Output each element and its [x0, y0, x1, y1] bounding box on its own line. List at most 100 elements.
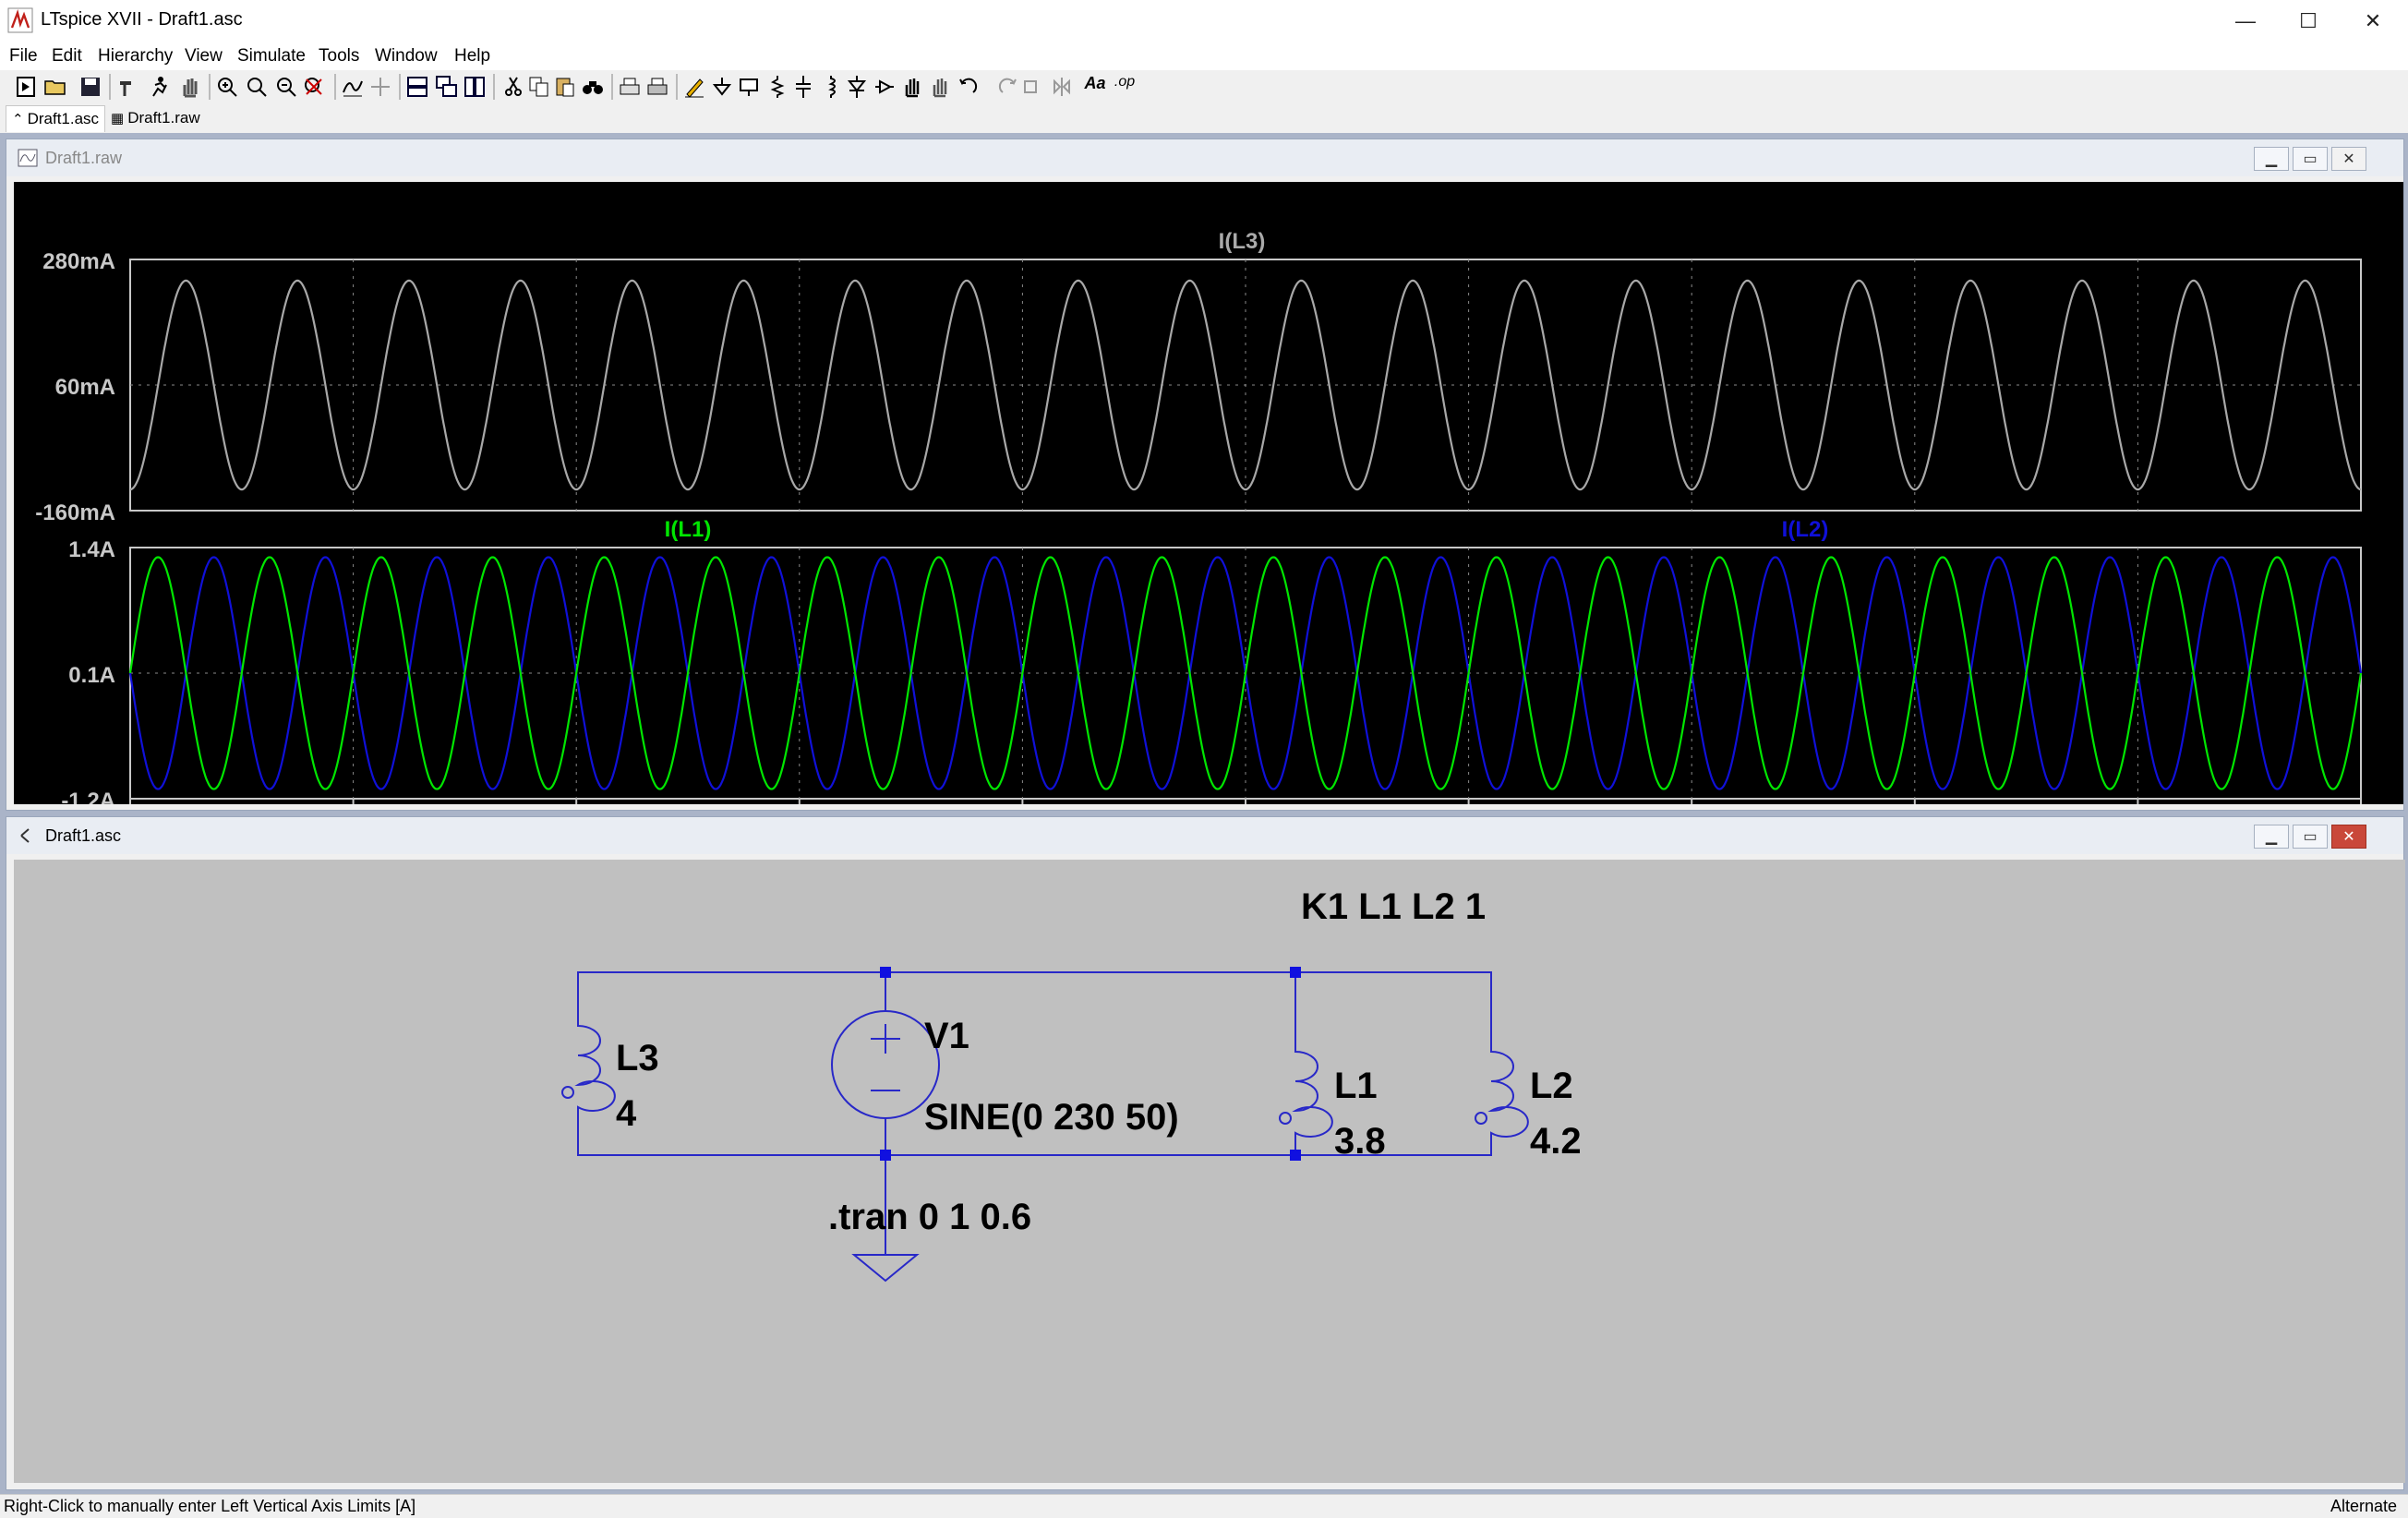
- minimize-button[interactable]: —: [2210, 0, 2281, 42]
- inductor-l3[interactable]: [560, 1020, 616, 1113]
- trace-label-il3[interactable]: I(L3): [1219, 229, 1266, 254]
- menu-file[interactable]: File: [9, 46, 38, 66]
- status-bar: Right-Click to manually enter Left Verti…: [0, 1494, 2408, 1518]
- print-icon[interactable]: [617, 74, 643, 100]
- junction-dot: [880, 1150, 891, 1161]
- copy-icon[interactable]: [526, 74, 552, 100]
- phase-dot-icon: [561, 1086, 574, 1099]
- spice-directive-icon[interactable]: .op: [1114, 74, 1136, 90]
- menu-help[interactable]: Help: [454, 46, 491, 66]
- phase-dot-icon: [1279, 1112, 1292, 1125]
- waveform-window-titlebar[interactable]: Draft1.raw ▁ ▭ ✕: [6, 139, 2403, 176]
- waveform-window-icon: [18, 149, 38, 167]
- drag-hand-icon[interactable]: [927, 74, 953, 100]
- tran-directive[interactable]: .tran 0 1 0.6: [828, 1197, 1031, 1237]
- maximize-button[interactable]: ☐: [2273, 0, 2343, 42]
- toolbar-separator: [209, 74, 211, 100]
- junction-dot: [880, 967, 891, 978]
- tab-draft1-asc[interactable]: ⌃ Draft1.asc: [6, 105, 106, 132]
- minimize-icon: ▁: [2265, 829, 2278, 845]
- capacitor-icon[interactable]: [790, 74, 816, 100]
- waveform-plot-area[interactable]: I(L3) 280mA 60mA -160mA I(L1) I(L2) 1.4A…: [14, 182, 2403, 836]
- menu-tools[interactable]: Tools: [319, 46, 360, 66]
- cut-icon[interactable]: [500, 74, 526, 100]
- schematic-minimize-button[interactable]: ▁: [2254, 825, 2289, 849]
- phase-dot-icon: [1475, 1112, 1487, 1125]
- top-y-tick: 280mA: [42, 249, 115, 274]
- junction-dot: [1290, 967, 1301, 978]
- trace-line[interactable]: [129, 279, 2362, 491]
- autorange-icon[interactable]: [340, 74, 366, 100]
- maximize-icon: ▭: [2303, 829, 2318, 845]
- trace-label-il1[interactable]: I(L1): [665, 517, 712, 542]
- menu-window[interactable]: Window: [375, 46, 438, 66]
- trace-label-il2[interactable]: I(L2): [1782, 517, 1829, 542]
- menu-view[interactable]: View: [185, 46, 223, 66]
- bottom-y-tick: 0.1A: [68, 663, 115, 688]
- text-aa-icon[interactable]: Aa: [1084, 74, 1106, 92]
- resistor-icon[interactable]: [765, 74, 790, 100]
- top-y-tick: -160mA: [35, 500, 115, 525]
- tile-horizontal-icon[interactable]: [404, 74, 430, 100]
- paste-icon[interactable]: [552, 74, 578, 100]
- cursor-icon[interactable]: [367, 74, 393, 100]
- l2-value[interactable]: 4.2: [1530, 1121, 1582, 1162]
- zoom-fit-icon[interactable]: [301, 74, 327, 100]
- undo-icon[interactable]: [955, 74, 981, 100]
- ground-icon[interactable]: [709, 74, 735, 100]
- waveform-file-icon: ▦: [111, 111, 125, 126]
- tile-vertical-icon[interactable]: [462, 74, 488, 100]
- open-folder-icon[interactable]: [42, 74, 68, 100]
- print-setup-icon[interactable]: [644, 74, 670, 100]
- save-icon[interactable]: [78, 74, 103, 100]
- component-icon[interactable]: [872, 74, 897, 100]
- new-schematic-icon[interactable]: [13, 74, 39, 100]
- menu-edit[interactable]: Edit: [52, 46, 82, 66]
- draw-wire-pencil-icon[interactable]: [681, 74, 707, 100]
- v1-value[interactable]: SINE(0 230 50): [924, 1097, 1179, 1138]
- menu-hierarchy[interactable]: Hierarchy: [98, 46, 174, 66]
- voltage-source-v1[interactable]: [831, 972, 940, 1155]
- l1-name[interactable]: L1: [1334, 1066, 1378, 1106]
- ground-symbol-icon[interactable]: [851, 1254, 920, 1283]
- schematic-canvas[interactable]: L3 4 V1 SINE(0 230 50) L1 3.8: [14, 860, 2405, 1483]
- schematic-window-titlebar[interactable]: Draft1.asc ▁ ▭ ✕: [6, 817, 2403, 854]
- trace-line[interactable]: [128, 556, 2363, 790]
- rotate-icon[interactable]: [1021, 74, 1047, 100]
- waveform-plot[interactable]: I(L3) 280mA 60mA -160mA I(L1) I(L2) 1.4A…: [14, 182, 2403, 836]
- maximize-icon: ☐: [2299, 9, 2318, 32]
- inductor-icon[interactable]: [818, 74, 844, 100]
- waveform-minimize-button[interactable]: ▁: [2254, 147, 2289, 171]
- l1-value[interactable]: 3.8: [1334, 1121, 1386, 1162]
- tab-draft1-raw[interactable]: ▦ Draft1.raw: [105, 105, 206, 131]
- move-hand-icon[interactable]: [899, 74, 925, 100]
- label-net-icon[interactable]: [737, 74, 763, 100]
- inductor-l1[interactable]: [1277, 1044, 1333, 1138]
- coupling-directive[interactable]: K1 L1 L2 1: [1301, 886, 1486, 927]
- run-icon[interactable]: [146, 74, 172, 100]
- waveform-maximize-button[interactable]: ▭: [2293, 147, 2328, 171]
- schematic-drawing[interactable]: L3 4 V1 SINE(0 230 50) L1 3.8: [14, 860, 2405, 1483]
- l3-value[interactable]: 4: [616, 1093, 637, 1134]
- v1-name[interactable]: V1: [924, 1016, 969, 1056]
- l2-name[interactable]: L2: [1530, 1066, 1573, 1106]
- redo-icon[interactable]: [995, 74, 1021, 100]
- menu-simulate[interactable]: Simulate: [237, 46, 306, 66]
- schematic-maximize-button[interactable]: ▭: [2293, 825, 2328, 849]
- find-binoculars-icon[interactable]: [580, 74, 606, 100]
- inductor-l2[interactable]: [1473, 1044, 1529, 1138]
- cascade-icon[interactable]: [434, 74, 460, 100]
- diode-icon[interactable]: [844, 74, 870, 100]
- mirror-icon[interactable]: [1049, 74, 1075, 100]
- pan-icon[interactable]: [244, 74, 270, 100]
- close-button[interactable]: ✕: [2338, 0, 2408, 42]
- top-y-tick: 60mA: [55, 375, 115, 400]
- schematic-close-button[interactable]: ✕: [2331, 825, 2366, 849]
- control-panel-hammer-icon[interactable]: [114, 74, 140, 100]
- zoom-in-icon[interactable]: [214, 74, 240, 100]
- zoom-out-icon[interactable]: [273, 74, 299, 100]
- waveform-close-button[interactable]: ✕: [2331, 147, 2366, 171]
- halt-hand-icon[interactable]: [177, 74, 203, 100]
- waveform-window: Draft1.raw ▁ ▭ ✕ I(L3) 280mA 60mA -160mA…: [6, 139, 2404, 836]
- l3-name[interactable]: L3: [616, 1038, 659, 1078]
